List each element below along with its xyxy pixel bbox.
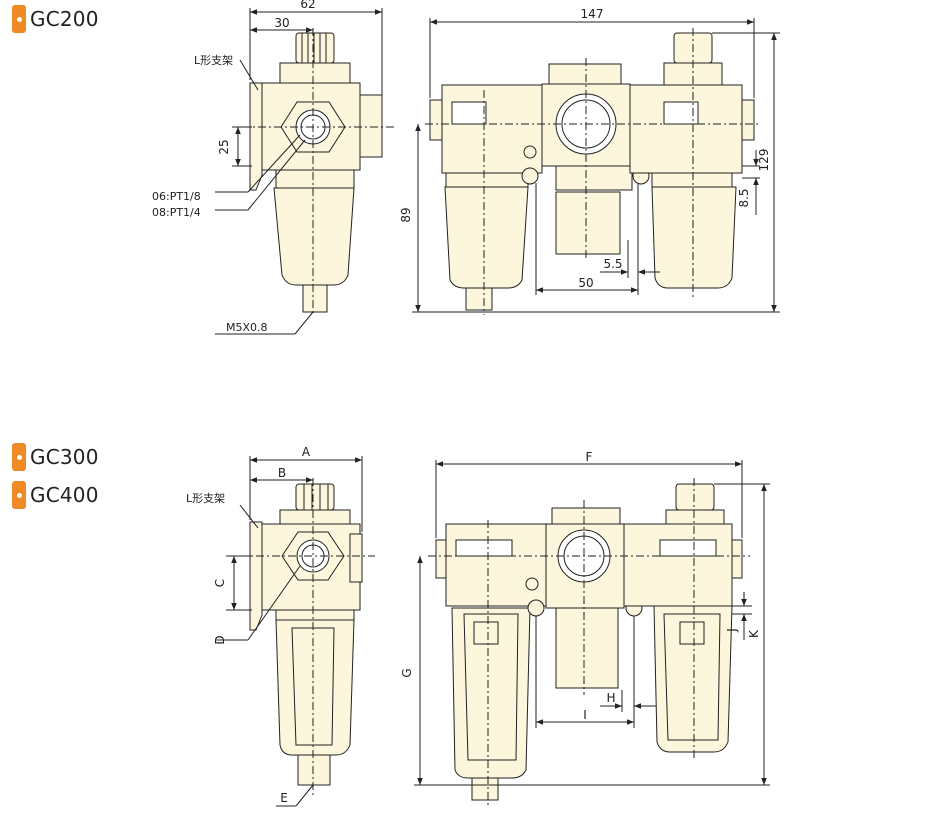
gc200-front-view: [412, 18, 780, 315]
model-tag-gc200: GC200: [12, 4, 99, 34]
dim-label: D: [213, 635, 227, 644]
bullet-icon: [12, 443, 26, 471]
dim-label: A: [302, 445, 311, 459]
model-tag-gc400: GC400: [12, 480, 99, 510]
dim-label: 25: [217, 139, 231, 154]
gc300-front-view: [414, 460, 770, 805]
dim-label: 89: [399, 207, 413, 222]
dim-label: J: [725, 628, 739, 633]
bullet-icon: [12, 5, 26, 33]
dim-label: H: [606, 691, 615, 705]
model-label: GC200: [30, 7, 99, 31]
model-label: GC400: [30, 483, 99, 507]
dim-label: 129: [757, 149, 771, 172]
thread-label: M5X0.8: [226, 321, 268, 334]
dim-label: 8.5: [737, 188, 751, 207]
bracket-label: L形支架: [194, 54, 233, 67]
dim-label: 5.5: [603, 257, 622, 271]
dim-label: 62: [300, 0, 315, 11]
dim-label: 30: [274, 16, 289, 30]
gc200-side-view: [215, 8, 395, 335]
model-tag-gc300: GC300: [12, 442, 99, 472]
dim-label: I: [583, 708, 587, 722]
dim-label: E: [280, 791, 288, 805]
dim-label: G: [400, 668, 414, 677]
gc300-side-view: [215, 456, 375, 807]
dim-label: 50: [578, 276, 593, 290]
bullet-icon: [12, 481, 26, 509]
port-label: 06:PT1/8: [152, 190, 201, 203]
dim-label: C: [213, 579, 227, 587]
bracket-label: L形支架: [186, 492, 225, 505]
dim-label: B: [278, 466, 286, 480]
model-label: GC300: [30, 445, 99, 469]
port-label: 08:PT1/4: [152, 206, 201, 219]
dim-label: 147: [581, 7, 604, 21]
dim-label: F: [586, 450, 593, 464]
dim-label: K: [747, 629, 761, 638]
